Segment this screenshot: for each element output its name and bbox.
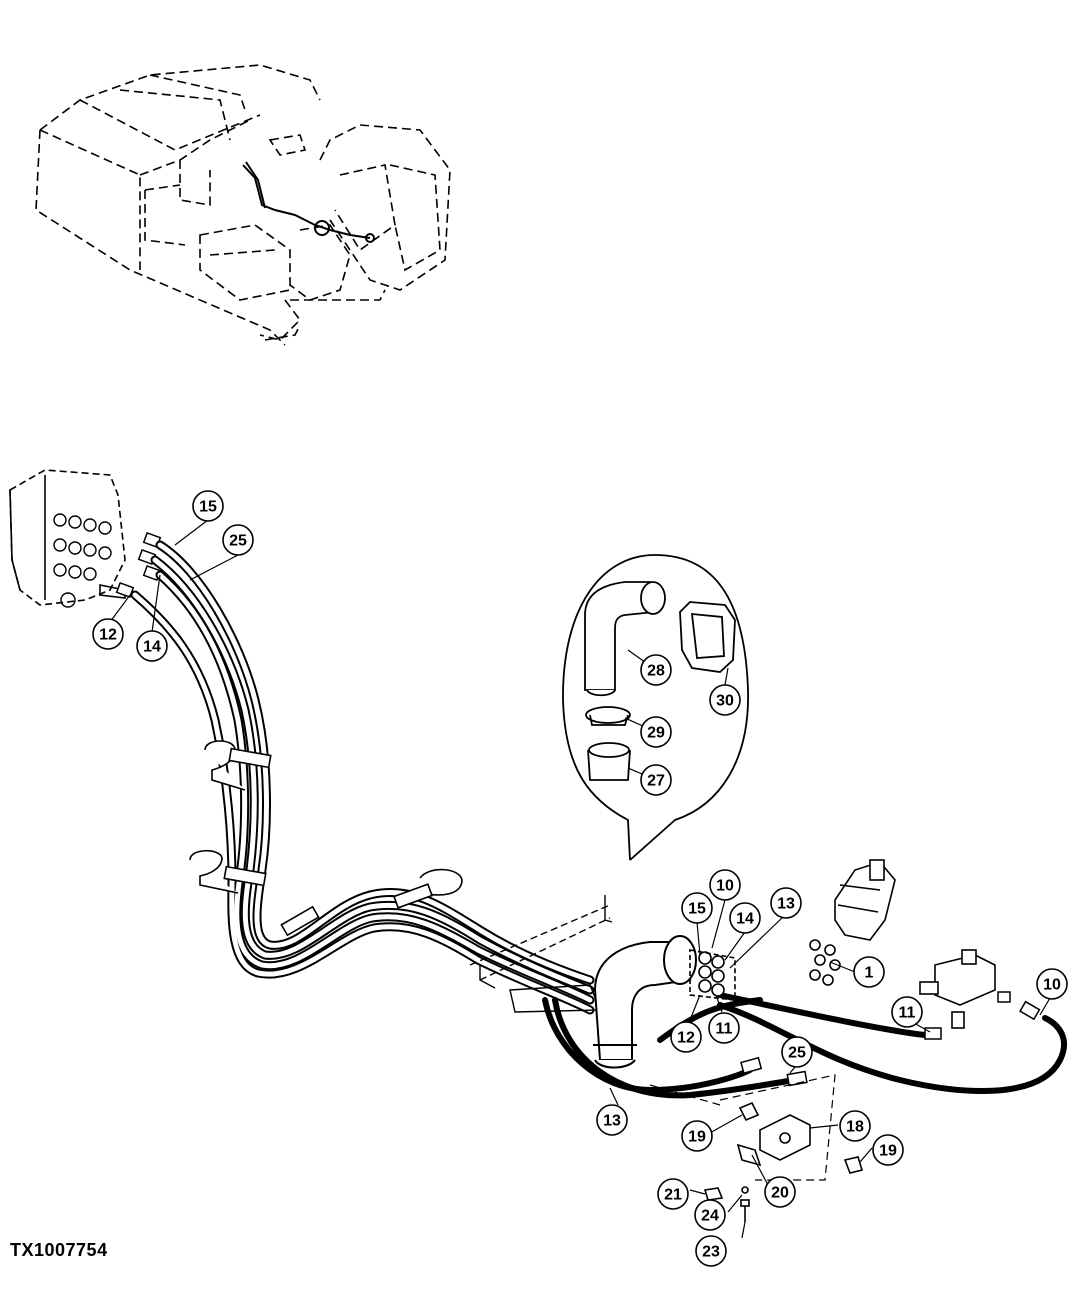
callout-12: 12: [670, 1021, 702, 1053]
callout-25: 25: [222, 524, 254, 556]
callout-circle: [192, 490, 224, 522]
callout-number: 27: [647, 773, 665, 790]
callout-circle: [222, 524, 254, 556]
callout-circle: [709, 684, 741, 716]
callout-circle: [781, 1036, 813, 1068]
outlet-hose-fittings: [740, 991, 1041, 1087]
solenoid-valve: [919, 949, 996, 1029]
callout-number: 25: [229, 533, 247, 550]
callout-14: 14: [136, 630, 168, 662]
callout-circle: [657, 1178, 689, 1210]
callout-12: 12: [92, 618, 124, 650]
callout-number: 11: [716, 1021, 733, 1038]
pilot-valve: [809, 859, 896, 986]
callout-circle: [694, 1199, 726, 1231]
callout-13: 13: [770, 887, 802, 919]
callout-circle: [872, 1134, 904, 1166]
callout-circle: [891, 996, 923, 1028]
callout-circle: [640, 764, 672, 796]
callout-circle: [770, 887, 802, 919]
block-assembly-guides: [649, 1074, 836, 1181]
callout-number: 18: [846, 1119, 864, 1136]
callout-number: 11: [899, 1005, 916, 1022]
callout-10: 10: [1036, 968, 1068, 1000]
callout-11: 11: [708, 1012, 740, 1044]
callout-28: 28: [640, 654, 672, 686]
callout-circle: [853, 956, 885, 988]
callout-circle: [681, 892, 713, 924]
callout-29: 29: [640, 716, 672, 748]
block-assembly: [703, 1101, 864, 1222]
callout-circle: [670, 1021, 702, 1053]
outlet-hoses: [542, 992, 1067, 1099]
callout-circle: [596, 1104, 628, 1136]
callout-circle: [764, 1176, 796, 1208]
callout-18: 18: [839, 1110, 871, 1142]
callout-number: 12: [99, 627, 117, 644]
callout-number: 30: [716, 693, 734, 710]
figure-id: TX1007754: [10, 1240, 108, 1260]
callout-27: 27: [640, 764, 672, 796]
detail-bubble: [562, 554, 749, 861]
callout-number: 28: [647, 663, 665, 680]
callout-number: 13: [777, 896, 795, 913]
callout-circle: [1036, 968, 1068, 1000]
callout-circle: [695, 1235, 727, 1267]
hose-clamps: [189, 740, 463, 937]
callout-15: 15: [192, 490, 224, 522]
callout-10: 10: [709, 869, 741, 901]
callout-number: 10: [1043, 977, 1061, 994]
callout-circle: [839, 1110, 871, 1142]
swivel-fitting-block: [689, 949, 736, 1001]
callout-number: 12: [677, 1030, 695, 1047]
callout-24: 24: [694, 1199, 726, 1231]
swivel-elbow: [593, 935, 697, 1069]
main-hose-bundle: [130, 540, 595, 1015]
callout-number: 23: [702, 1244, 720, 1261]
control-valve-assembly: [9, 469, 126, 608]
callout-number: 20: [771, 1185, 789, 1202]
callout-circle: [681, 1120, 713, 1152]
callout-circle: [92, 618, 124, 650]
callout-number: 14: [736, 911, 754, 928]
callout-circle: [640, 716, 672, 748]
callout-circle: [640, 654, 672, 686]
excavator-overview-illustration: [35, 64, 451, 346]
detail-parts: [584, 581, 736, 781]
callout-15: 15: [681, 892, 713, 924]
callout-number: 19: [688, 1129, 706, 1146]
machine-harness-route: [242, 161, 375, 243]
callout-number: 1: [865, 965, 874, 982]
callout-14: 14: [729, 902, 761, 934]
callout-1: 1: [853, 956, 885, 988]
callout-11: 11: [891, 996, 923, 1028]
callout-labels: 15 25 12 14 28 30 29 27 10 15 13 14 1 10 11 12 11 25 13 18 1…: [92, 490, 1068, 1267]
callout-number: 19: [879, 1143, 897, 1160]
callout-circle: [708, 1012, 740, 1044]
callout-number: 13: [603, 1113, 621, 1130]
callout-number: 15: [688, 901, 706, 918]
valve-hose-fittings: [115, 531, 162, 599]
callout-23: 23: [695, 1235, 727, 1267]
callout-19: 19: [681, 1120, 713, 1152]
callout-number: 14: [143, 639, 161, 656]
callout-number: 24: [701, 1208, 719, 1225]
callout-circle: [709, 869, 741, 901]
callout-25: 25: [781, 1036, 813, 1068]
callout-circle: [729, 902, 761, 934]
callout-30: 30: [709, 684, 741, 716]
callout-number: 10: [716, 878, 734, 895]
callout-21: 21: [657, 1178, 689, 1210]
callout-20: 20: [764, 1176, 796, 1208]
callout-13: 13: [596, 1104, 628, 1136]
callout-number: 29: [647, 725, 665, 742]
callout-number: 15: [199, 499, 217, 516]
callout-number: 21: [664, 1187, 682, 1204]
callout-circle: [136, 630, 168, 662]
callout-19: 19: [872, 1134, 904, 1166]
callout-number: 25: [788, 1045, 806, 1062]
